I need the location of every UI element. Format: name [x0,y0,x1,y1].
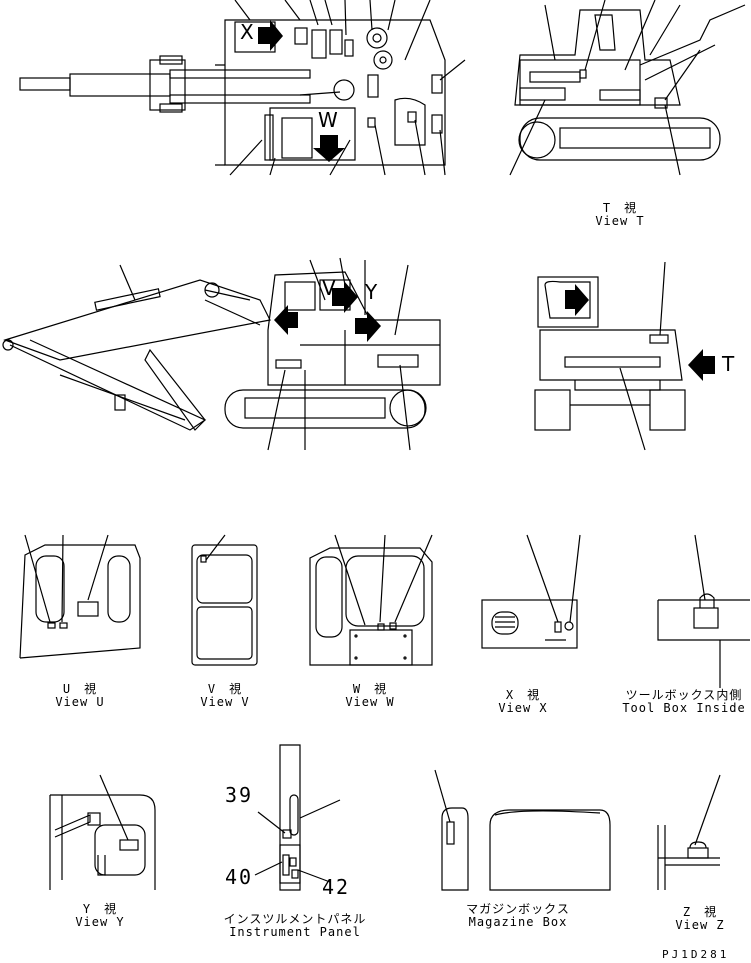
marker-v: V [322,276,336,300]
view-z-drawing [657,774,721,890]
callout-39: 39 [225,783,254,807]
callout-42: 42 [322,875,351,899]
magazine-box-drawing [434,769,611,891]
instrument-panel-drawing [254,744,341,891]
drawing-code: PJ1D281 [662,948,730,961]
rear-view-drawing [534,261,715,451]
view-x-drawing [481,534,581,649]
view-u-drawing [19,534,141,659]
marker-x: X [240,20,254,44]
top-view-drawing [19,0,466,176]
marker-y: Y [365,280,378,304]
view-w-drawing [309,534,433,666]
view-y-drawing [49,774,156,890]
side-view-drawing [2,257,441,451]
callout-40: 40 [225,865,254,889]
marker-t: T [722,352,735,376]
toolbox-drawing [657,534,750,688]
view-v-drawing [191,534,258,666]
marker-w: W [318,108,338,132]
view-t-drawing [509,0,746,176]
